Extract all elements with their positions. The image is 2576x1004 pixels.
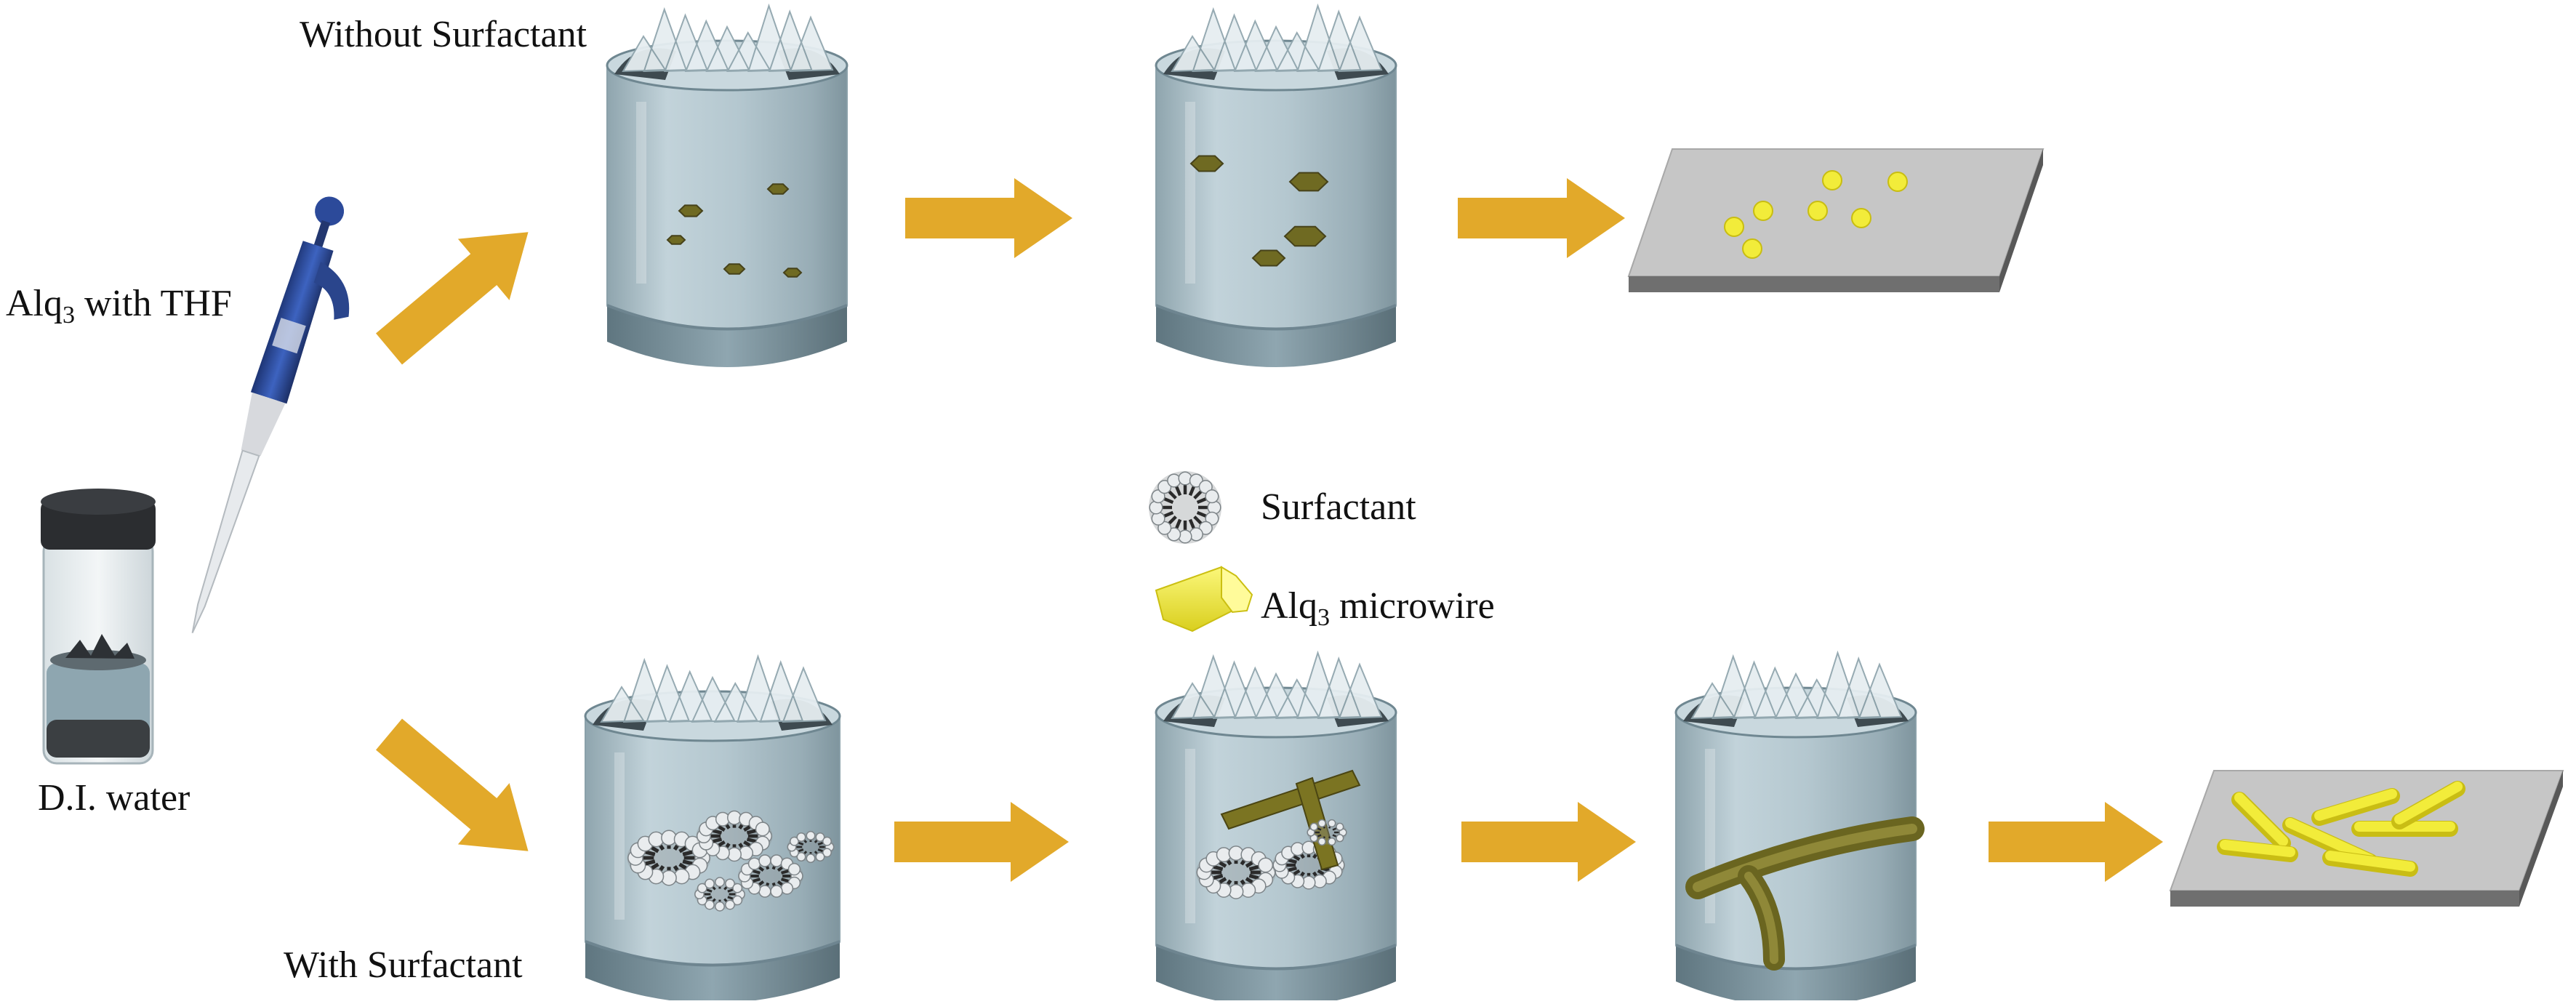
beaker-bottom-2 <box>1155 650 1397 1004</box>
arrow-bottom-2 <box>1461 802 1636 882</box>
substrate-bottom <box>2169 770 2564 907</box>
arrow-to-bottom-beaker <box>376 718 529 851</box>
beaker-top-1 <box>606 3 848 367</box>
alq3-subscript: 3 <box>63 302 75 329</box>
pipette <box>191 196 350 634</box>
label-alq3-with-thf: Alq3 with THF <box>6 285 232 328</box>
microwire-text: microwire <box>1330 585 1495 627</box>
label-di-water: D.I. water <box>38 777 190 819</box>
arrow-top-1 <box>905 178 1072 258</box>
legend-surfactant-label: Surfactant <box>1261 486 1416 528</box>
legend-alq3-subscript: 3 <box>1317 604 1330 631</box>
alq3-text: Alq <box>6 283 63 324</box>
beaker-top-2 <box>1155 3 1397 367</box>
beaker-bottom-1 <box>584 654 841 1003</box>
arrow-to-top-beaker <box>376 232 529 365</box>
legend-microwire-icon <box>1155 566 1253 632</box>
with-thf-text: with THF <box>75 283 232 324</box>
arrow-bottom-1 <box>894 802 1069 882</box>
vial-di-water <box>41 489 156 765</box>
substrate-top <box>1627 148 2045 292</box>
legend-surfactant-icon <box>1149 471 1221 544</box>
beaker-bottom-3 <box>1674 650 1925 1004</box>
label-with-surfactant: With Surfactant <box>284 944 523 986</box>
legend-alq3-text: Alq <box>1261 585 1317 627</box>
legend-microwire-label: Alq3 microwire <box>1261 587 1495 630</box>
arrow-top-2 <box>1458 178 1625 258</box>
label-without-surfactant: Without Surfactant <box>300 14 587 55</box>
arrow-bottom-3 <box>1989 802 2163 882</box>
